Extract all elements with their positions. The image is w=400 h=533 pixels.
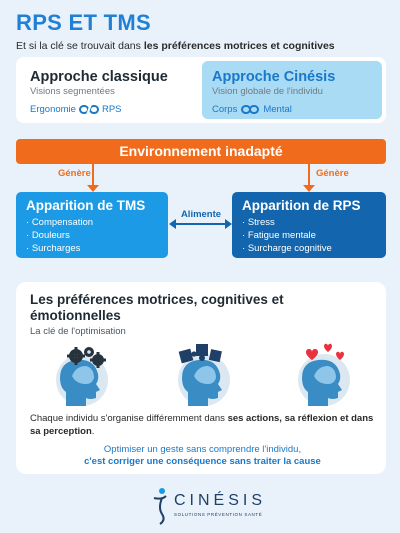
arrow-down-right-icon [303, 185, 315, 192]
tms-item: Surcharges [26, 242, 158, 255]
tms-list: Compensation Douleurs Surcharges [26, 216, 158, 255]
rps-box: Apparition de RPS Stress Fatigue mentale… [232, 192, 386, 258]
gears-head-icon [56, 347, 108, 406]
cinesis-approach-links: Corps Mental [212, 104, 372, 115]
classic-approach-title: Approche classique [30, 69, 168, 85]
broken-chain-icon [78, 105, 99, 114]
mental-label: Mental [263, 104, 292, 115]
rps-item: Surcharge cognitive [242, 242, 376, 255]
rps-label: RPS [101, 104, 122, 115]
preferences-tagline: La clé de l'optimisation [30, 326, 126, 337]
rps-item: Fatigue mentale [242, 229, 376, 242]
feeds-line [175, 223, 227, 225]
subtitle-plain: Et si la clé se trouvait dans [16, 40, 144, 52]
tms-item: Douleurs [26, 229, 158, 242]
puzzle-head-icon [178, 344, 230, 406]
preferences-quote: Optimiser un geste sans comprendre l'ind… [30, 444, 375, 468]
quote-line-1: Optimiser un geste sans comprendre l'ind… [103, 444, 302, 455]
rps-item: Stress [242, 216, 376, 229]
quote-line-2: c'est corriger une conséquence sans trai… [84, 456, 321, 467]
arrow-right-icon [225, 219, 232, 229]
cinesis-figure-icon [153, 488, 167, 525]
rps-list: Stress Fatigue mentale Surcharge cogniti… [242, 216, 376, 255]
rps-title: Apparition de RPS [242, 198, 361, 213]
generates-right-label: Génère [316, 168, 349, 179]
connector-right-vertical [308, 164, 310, 186]
cinesis-approach-subtitle: Vision globale de l'individu [212, 86, 323, 97]
approaches-card: Approche classique Visions segmentées Er… [16, 57, 386, 123]
tms-title: Apparition de TMS [26, 198, 146, 213]
subtitle-bold: les préférences motrices et cognitives [143, 40, 335, 52]
tms-item: Compensation [26, 216, 158, 229]
chain-icon [241, 105, 260, 114]
connector-left-vertical [92, 164, 94, 186]
corps-label: Corps [212, 104, 238, 115]
arrow-left-icon [169, 219, 176, 229]
preferences-description: Chaque individu s'organise différemment … [30, 412, 375, 438]
desc-end: . [91, 426, 95, 437]
arrow-down-left-icon [87, 185, 99, 192]
page-subtitle: Et si la clé se trouvait dans les préfér… [16, 40, 386, 52]
generates-left-label: Génère [58, 168, 91, 179]
logo-tagline: SOLUTIONS PRÉVENTION SANTÉ [174, 512, 263, 517]
environment-banner: Environnement inadapté [16, 139, 386, 164]
cinesis-approach: Approche Cinésis Vision globale de l'ind… [202, 61, 382, 119]
classic-approach: Approche classique Visions segmentées Er… [20, 61, 198, 119]
desc-plain: Chaque individu s'organise différemment … [30, 413, 228, 424]
hearts-head-icon [298, 343, 350, 406]
cinesis-approach-title: Approche Cinésis [212, 69, 336, 85]
logo-wordmark: CINÉSIS [174, 492, 267, 509]
ergonomie-label: Ergonomie [30, 104, 76, 115]
feeds-label: Alimente [180, 209, 222, 220]
preferences-card: Les préférences motrices, cognitives et … [16, 282, 386, 474]
preferences-heading: Les préférences motrices, cognitives et … [30, 292, 284, 323]
classic-approach-subtitle: Visions segmentées [30, 86, 115, 97]
desc-bold: ses actions, sa réflexion et dans sa per… [30, 413, 374, 437]
cinesis-logo: CINÉSIS SOLUTIONS PRÉVENTION SANTÉ [148, 484, 262, 528]
classic-approach-links: Ergonomie RPS [30, 104, 188, 115]
tms-box: Apparition de TMS Compensation Douleurs … [16, 192, 168, 258]
page-title: RPS ET TMS [16, 10, 152, 35]
